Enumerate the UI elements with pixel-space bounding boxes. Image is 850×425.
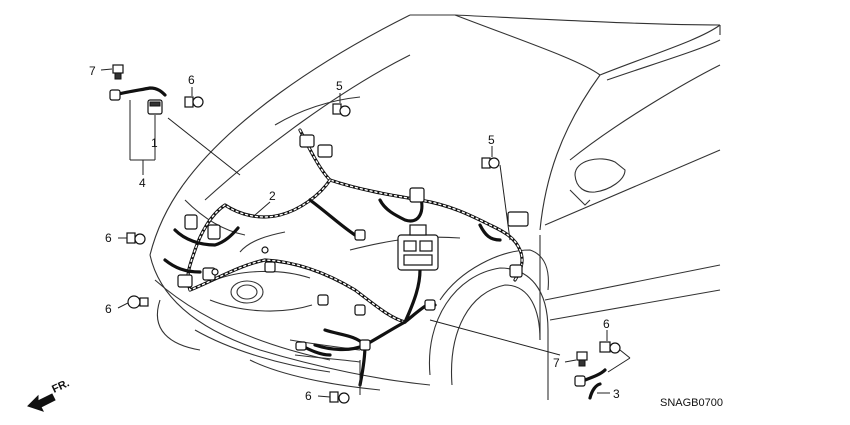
callout-2: 2 — [269, 189, 276, 203]
bolt-6-left-upper — [126, 232, 146, 245]
sub-harness-part-1 — [109, 86, 167, 115]
fuse-relay-box — [397, 224, 439, 271]
front-label: FR. — [50, 377, 71, 395]
callout-3: 3 — [613, 387, 620, 401]
callout-5-upper: 5 — [336, 79, 343, 93]
engine-wire-harness — [163, 128, 524, 387]
callout-7-bottom: 7 — [553, 356, 560, 370]
bolt-6-top — [184, 96, 204, 108]
front-direction-indicator: FR. — [27, 377, 71, 412]
bolt-7-top — [112, 64, 124, 80]
diagram-code: SNAGB0700 — [660, 397, 723, 409]
callout-6-bottom: 6 — [305, 389, 312, 403]
callout-6-left-lower: 6 — [105, 302, 112, 316]
bolt-6-bottom — [329, 391, 350, 404]
car-body-outline — [149, 14, 721, 400]
bolt-5-right — [481, 157, 500, 169]
callout-1: 1 — [151, 136, 158, 150]
bolt-5-upper — [332, 103, 351, 117]
bolts — [112, 64, 621, 404]
bolt-7-bottom — [576, 351, 588, 367]
callout-6-top: 6 — [188, 73, 195, 87]
bolt-6-right-bottom — [599, 341, 621, 354]
callout-6-left-upper: 6 — [105, 231, 112, 245]
front-arrow-icon — [27, 393, 56, 412]
leader-lines — [100, 68, 631, 398]
callout-5-right: 5 — [488, 133, 495, 147]
callout-6-right: 6 — [603, 317, 610, 331]
callout-7-top: 7 — [89, 64, 96, 78]
callouts: 7 6 1 4 5 2 5 6 6 6 7 6 3 — [89, 64, 620, 403]
sub-harness-part-3 — [574, 368, 607, 400]
bolt-6-left-lower — [127, 295, 149, 309]
connectors — [177, 134, 529, 351]
callout-4: 4 — [139, 176, 146, 190]
